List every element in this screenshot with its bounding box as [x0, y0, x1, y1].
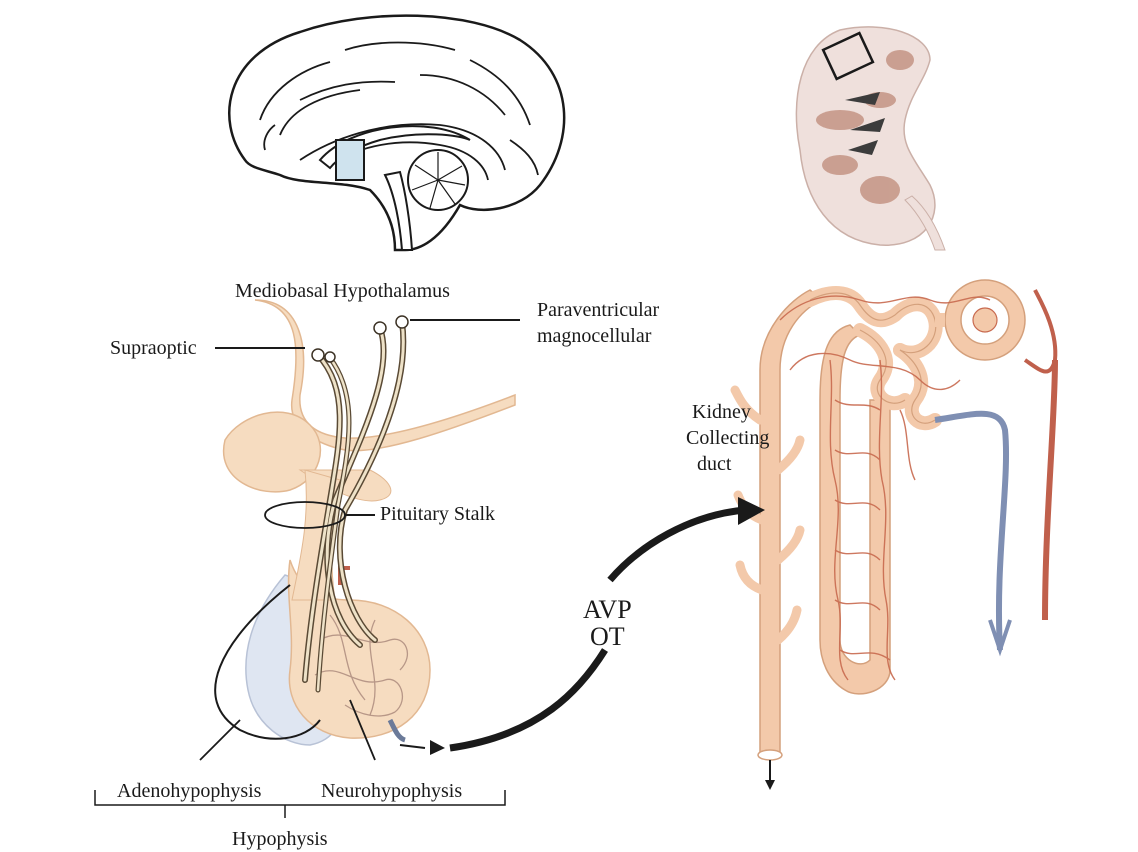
label-hypophysis: Hypophysis [232, 828, 328, 850]
label-duct: duct [697, 453, 732, 475]
label-mediobasal-hypothalamus: Mediobasal Hypothalamus [235, 280, 450, 302]
annotation-lines [95, 320, 745, 818]
label-hormone-ot: OT [590, 622, 625, 651]
label-kidney: Kidney [692, 401, 751, 423]
label-supraoptic: Supraoptic [110, 337, 197, 359]
label-adenohypophysis: Adenohypophysis [117, 780, 262, 802]
brain-sagittal-icon [229, 16, 564, 250]
nephron-illustration [735, 280, 1055, 790]
label-pituitary-stalk: Pituitary Stalk [380, 503, 495, 525]
label-hormone-avp: AVP [583, 595, 632, 624]
kidney-section-icon [796, 27, 945, 250]
label-magnocellular: magnocellular [537, 325, 652, 347]
label-neurohypophysis: Neurohypophysis [321, 780, 462, 802]
arrowhead-icon [430, 740, 445, 755]
label-collecting: Collecting [686, 427, 769, 449]
label-paraventricular: Paraventricular [537, 299, 659, 321]
